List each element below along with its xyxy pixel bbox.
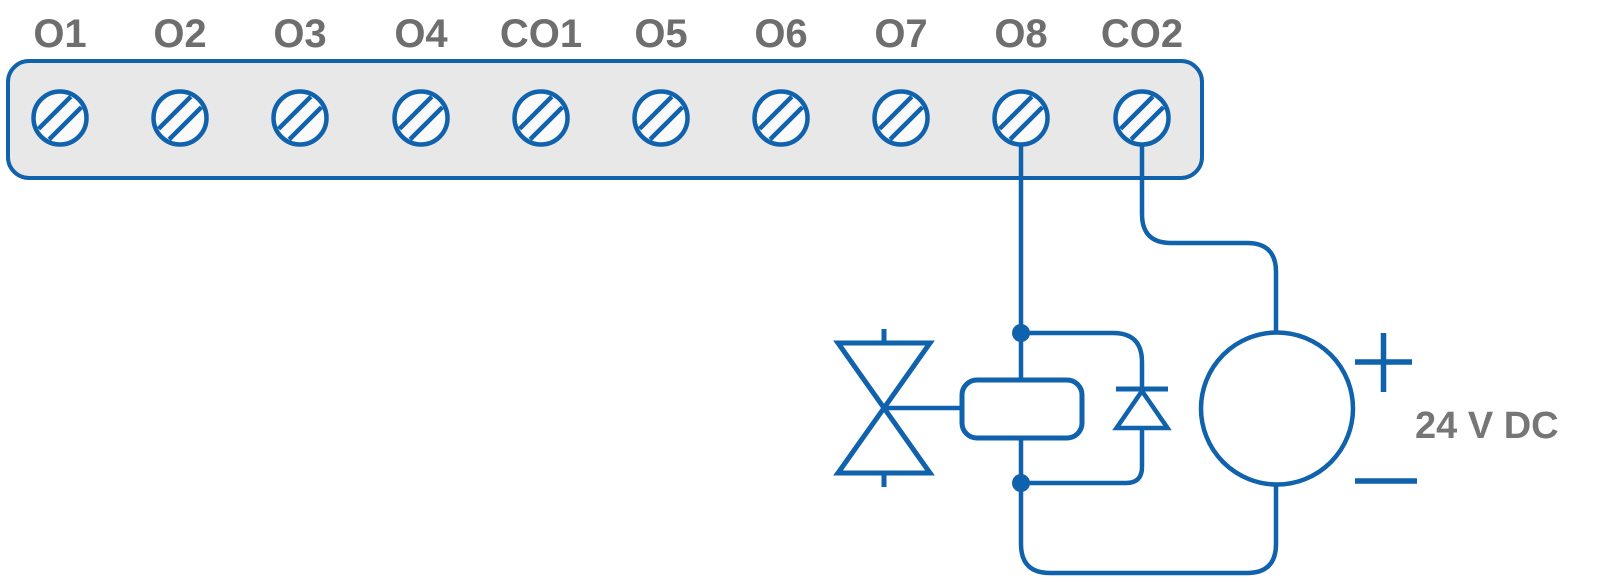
terminal-label-co1: CO1	[500, 12, 582, 56]
terminal-o1-screw-terminal-icon	[31, 89, 89, 147]
power-voltage-label: 24 V DC	[1415, 405, 1559, 447]
terminal-label-o1: O1	[33, 12, 86, 56]
dc-power-source-icon	[1198, 330, 1417, 487]
junction-dot-top	[1012, 324, 1030, 342]
terminal-o7-screw-terminal-icon	[872, 89, 930, 147]
terminal-label-o3: O3	[273, 12, 326, 56]
diode-triangle	[1112, 387, 1172, 431]
terminal-o8-screw-terminal-icon	[992, 89, 1050, 147]
terminal-o4-screw-terminal-icon	[392, 89, 450, 147]
relay-coil-icon	[959, 377, 1085, 441]
plus-sign-icon	[1355, 333, 1412, 392]
terminal-label-o2: O2	[153, 12, 206, 56]
power-source-circle	[1198, 330, 1356, 487]
wire-diode-top-branch	[1021, 330, 1145, 388]
terminal-o5-screw-terminal-icon	[632, 89, 690, 147]
terminal-o3-screw-terminal-icon	[271, 89, 329, 147]
wire-co2-to-source-plus	[1139, 145, 1279, 332]
terminal-o6-screw-terminal-icon	[752, 89, 810, 147]
terminal-co1-screw-terminal-icon	[512, 89, 570, 147]
terminal-labels: O1 O2 O3 O4 CO1 O5 O6 O7 O8 CO2	[33, 12, 1183, 56]
wire-coil-to-source-minus	[1018, 438, 1279, 576]
valve-icon	[833, 329, 935, 487]
load-circuit: 24 V DC	[833, 324, 1559, 576]
flyback-diode-icon	[1021, 330, 1172, 486]
terminal-o2-screw-terminal-icon	[151, 89, 209, 147]
junction-dot-bottom	[1012, 474, 1030, 492]
valve-bowtie	[833, 340, 935, 476]
terminal-label-co2: CO2	[1101, 12, 1183, 56]
terminal-label-o6: O6	[754, 12, 807, 56]
terminal-co2-screw-terminal-icon	[1113, 89, 1171, 147]
terminal-label-o8: O8	[994, 12, 1047, 56]
terminal-label-o5: O5	[634, 12, 687, 56]
terminal-strip	[6, 59, 1279, 380]
terminal-label-o4: O4	[394, 12, 448, 56]
wire-diode-bottom-branch	[1021, 428, 1145, 486]
terminal-label-o7: O7	[874, 12, 927, 56]
